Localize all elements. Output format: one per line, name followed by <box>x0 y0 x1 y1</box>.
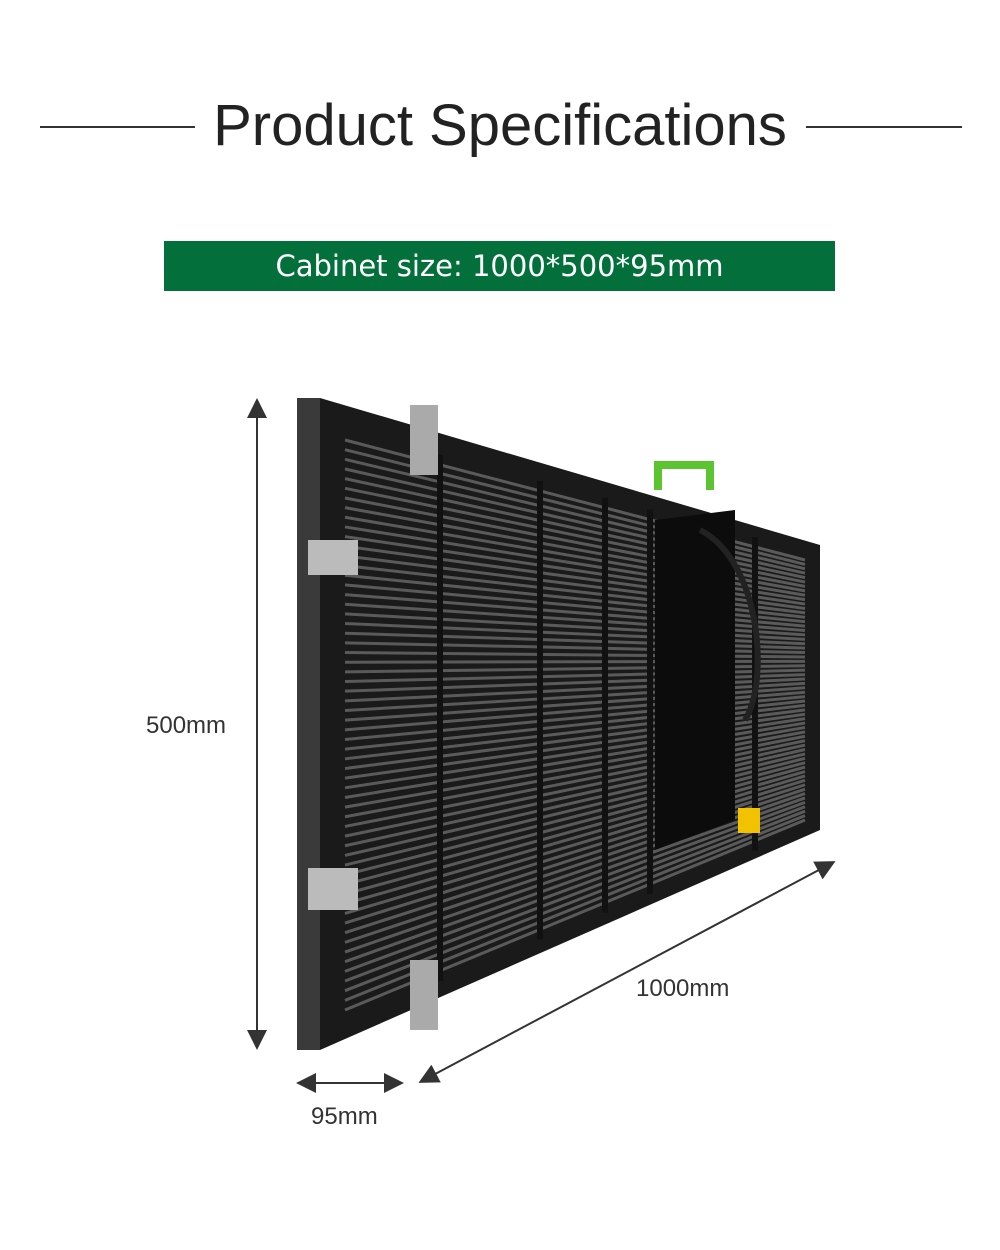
width-arrow <box>418 861 836 1083</box>
yellow-connector <box>738 808 760 833</box>
green-handle <box>654 461 714 490</box>
title-rule-left <box>40 126 195 128</box>
cabinet-size-banner: Cabinet size: 1000*500*95mm <box>164 241 835 291</box>
depth-label: 95mm <box>311 1103 378 1130</box>
side-latch-top <box>308 540 358 575</box>
power-box <box>655 510 735 850</box>
led-cabinet <box>297 398 820 1050</box>
grille-slat <box>344 659 806 664</box>
corner-lock-bottom <box>410 960 438 1030</box>
width-label: 1000mm <box>636 975 730 1002</box>
title-rule-right <box>806 126 962 128</box>
side-latch-bottom <box>308 868 358 910</box>
page-title: Product Specifications <box>213 93 787 158</box>
height-label: 500mm <box>146 712 227 739</box>
corner-lock-top <box>410 405 438 475</box>
